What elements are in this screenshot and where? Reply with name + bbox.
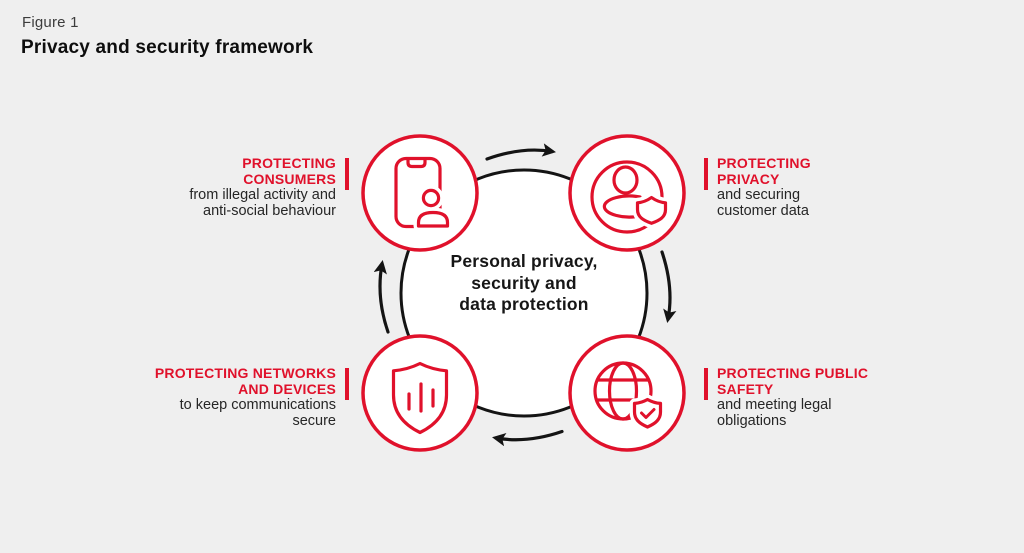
accent-bar (704, 368, 708, 400)
arrow-top-right-icon (485, 143, 556, 161)
arrow-bottom-left-icon (492, 429, 564, 447)
center-circle-text: Personal privacy, security and data prot… (450, 251, 598, 314)
node-heading: PROTECTING CONSUMERS (242, 155, 336, 187)
node-body: from illegal activity and anti-social be… (189, 187, 336, 219)
accent-bar (704, 158, 708, 190)
globe-shield-icon (568, 334, 686, 452)
shield-signal-icon (361, 334, 479, 452)
node-body: to keep communications secure (179, 397, 336, 429)
label-protecting-privacy: PROTECTING PRIVACY and securing customer… (704, 155, 811, 219)
figure-title: Privacy and security framework (21, 37, 314, 58)
node-heading: PROTECTING NETWORKS AND DEVICES (154, 365, 336, 397)
accent-bar (345, 368, 349, 400)
figure-label: Figure 1 (22, 14, 79, 31)
label-protecting-networks-devices: PROTECTING NETWORKS AND DEVICES to keep … (154, 365, 349, 429)
node-body: and securing customer data (717, 187, 809, 219)
user-shield-icon (568, 134, 686, 252)
arrow-right-down-icon (660, 250, 677, 323)
phone-id-icon (361, 134, 479, 252)
arrow-left-up-icon (373, 260, 390, 334)
label-protecting-public-safety: PROTECTING PUBLIC SAFETY and meeting leg… (704, 365, 869, 429)
node-heading: PROTECTING PRIVACY (717, 155, 811, 187)
accent-bar (345, 158, 349, 190)
label-protecting-consumers: PROTECTING CONSUMERS from illegal activi… (189, 155, 349, 219)
node-body: and meeting legal obligations (717, 397, 832, 429)
node-heading: PROTECTING PUBLIC SAFETY (717, 365, 869, 397)
